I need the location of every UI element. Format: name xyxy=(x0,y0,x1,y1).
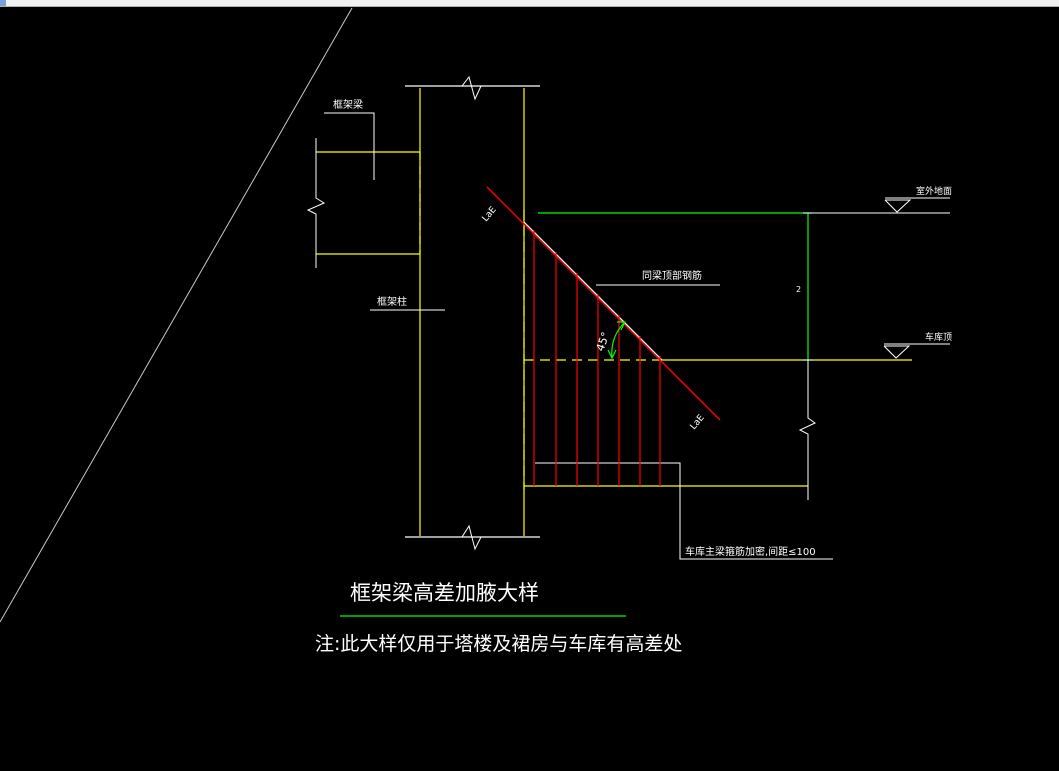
frame-beam-label: 框架梁 xyxy=(333,98,363,111)
lae-label-upper: LaE xyxy=(481,205,499,224)
frame-beam-leader xyxy=(324,112,375,180)
break-mark-bottom xyxy=(405,524,540,551)
window-icon xyxy=(0,0,6,6)
window-top-bar xyxy=(0,0,1059,7)
break-mark-left xyxy=(306,138,326,268)
lae-label-lower: LaE xyxy=(689,413,707,432)
garage-top-label: 车库顶 xyxy=(925,331,952,343)
angle-arrow-bottom xyxy=(607,349,617,360)
break-mark-top xyxy=(405,75,540,101)
drawing-title: 框架梁高差加腋大样 xyxy=(350,581,539,605)
haunch-diagonal-edge xyxy=(523,221,663,361)
garage-top-symbol xyxy=(883,345,911,359)
break-mark-right xyxy=(798,360,816,500)
drawing-note: 注:此大样仅用于塔楼及裙房与车库有高差处 xyxy=(315,633,682,655)
angle-arrow-top xyxy=(617,321,626,331)
angle-arc xyxy=(611,321,626,359)
same-beam-top-rebar-label: 同梁顶部钢筋 xyxy=(642,269,702,282)
stirrup-note-label: 车库主梁箍筋加密,间距≤100 xyxy=(685,545,816,558)
angle-label: 45° xyxy=(594,330,613,353)
frame-beam-left xyxy=(316,151,421,255)
stirrup-note-leader xyxy=(535,462,833,560)
frame-column xyxy=(405,85,540,538)
height-dimension-value: 2 xyxy=(796,285,801,294)
haunch-stirrups xyxy=(533,230,661,486)
haunch-diagonal-rebar xyxy=(486,186,721,421)
diagonal-construction-line xyxy=(0,7,353,623)
outdoor-ground-symbol xyxy=(884,199,912,213)
frame-column-label: 框架柱 xyxy=(377,295,407,308)
outdoor-ground-label: 室外地面 xyxy=(916,185,952,197)
